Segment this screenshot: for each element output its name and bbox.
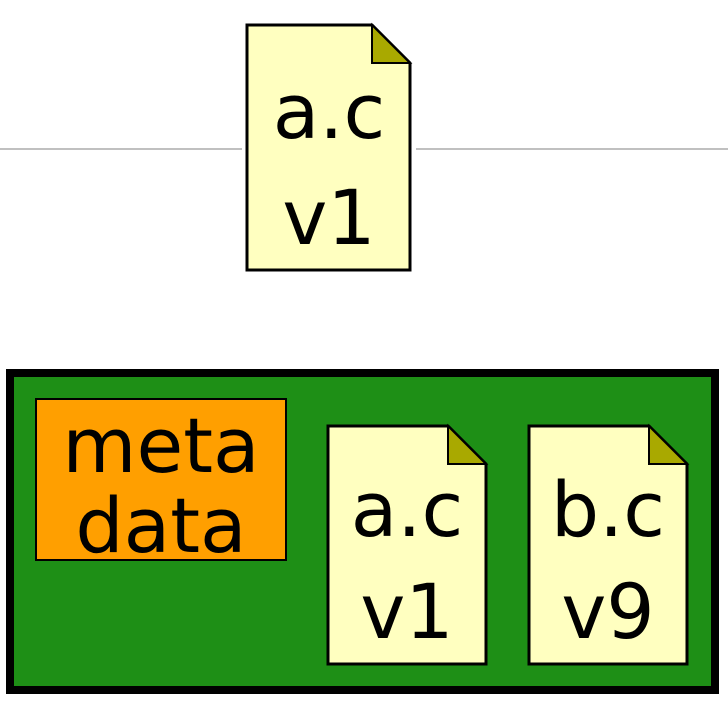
top-document[interactable]: a.c v1 [245,22,413,272]
metadata-box[interactable]: meta data [35,398,287,570]
metadata-box-rect [35,398,287,561]
container-document-b-filename: b.c [551,465,665,554]
container-document-a-version: v1 [360,567,453,656]
container-document-a-filename: a.c [351,465,464,554]
metadata-label-line2: data [75,481,246,570]
container-document-a-fold [447,423,489,465]
container-document-a[interactable]: a.c v1 [326,423,489,666]
container-document-b-version: v9 [561,567,654,656]
top-document-page [245,23,412,272]
container-document-b-page [527,424,689,666]
container-document-b[interactable]: b.c v9 [527,423,690,666]
container-document-a-page [326,424,488,666]
snapshot-container: meta data a.c v1 b.c v9 [6,369,719,694]
top-document-version: v1 [282,173,375,262]
top-document-fold [371,22,413,64]
metadata-label-line1: meta [62,401,259,490]
container-document-b-fold [648,423,690,465]
top-document-filename: a.c [273,67,386,156]
